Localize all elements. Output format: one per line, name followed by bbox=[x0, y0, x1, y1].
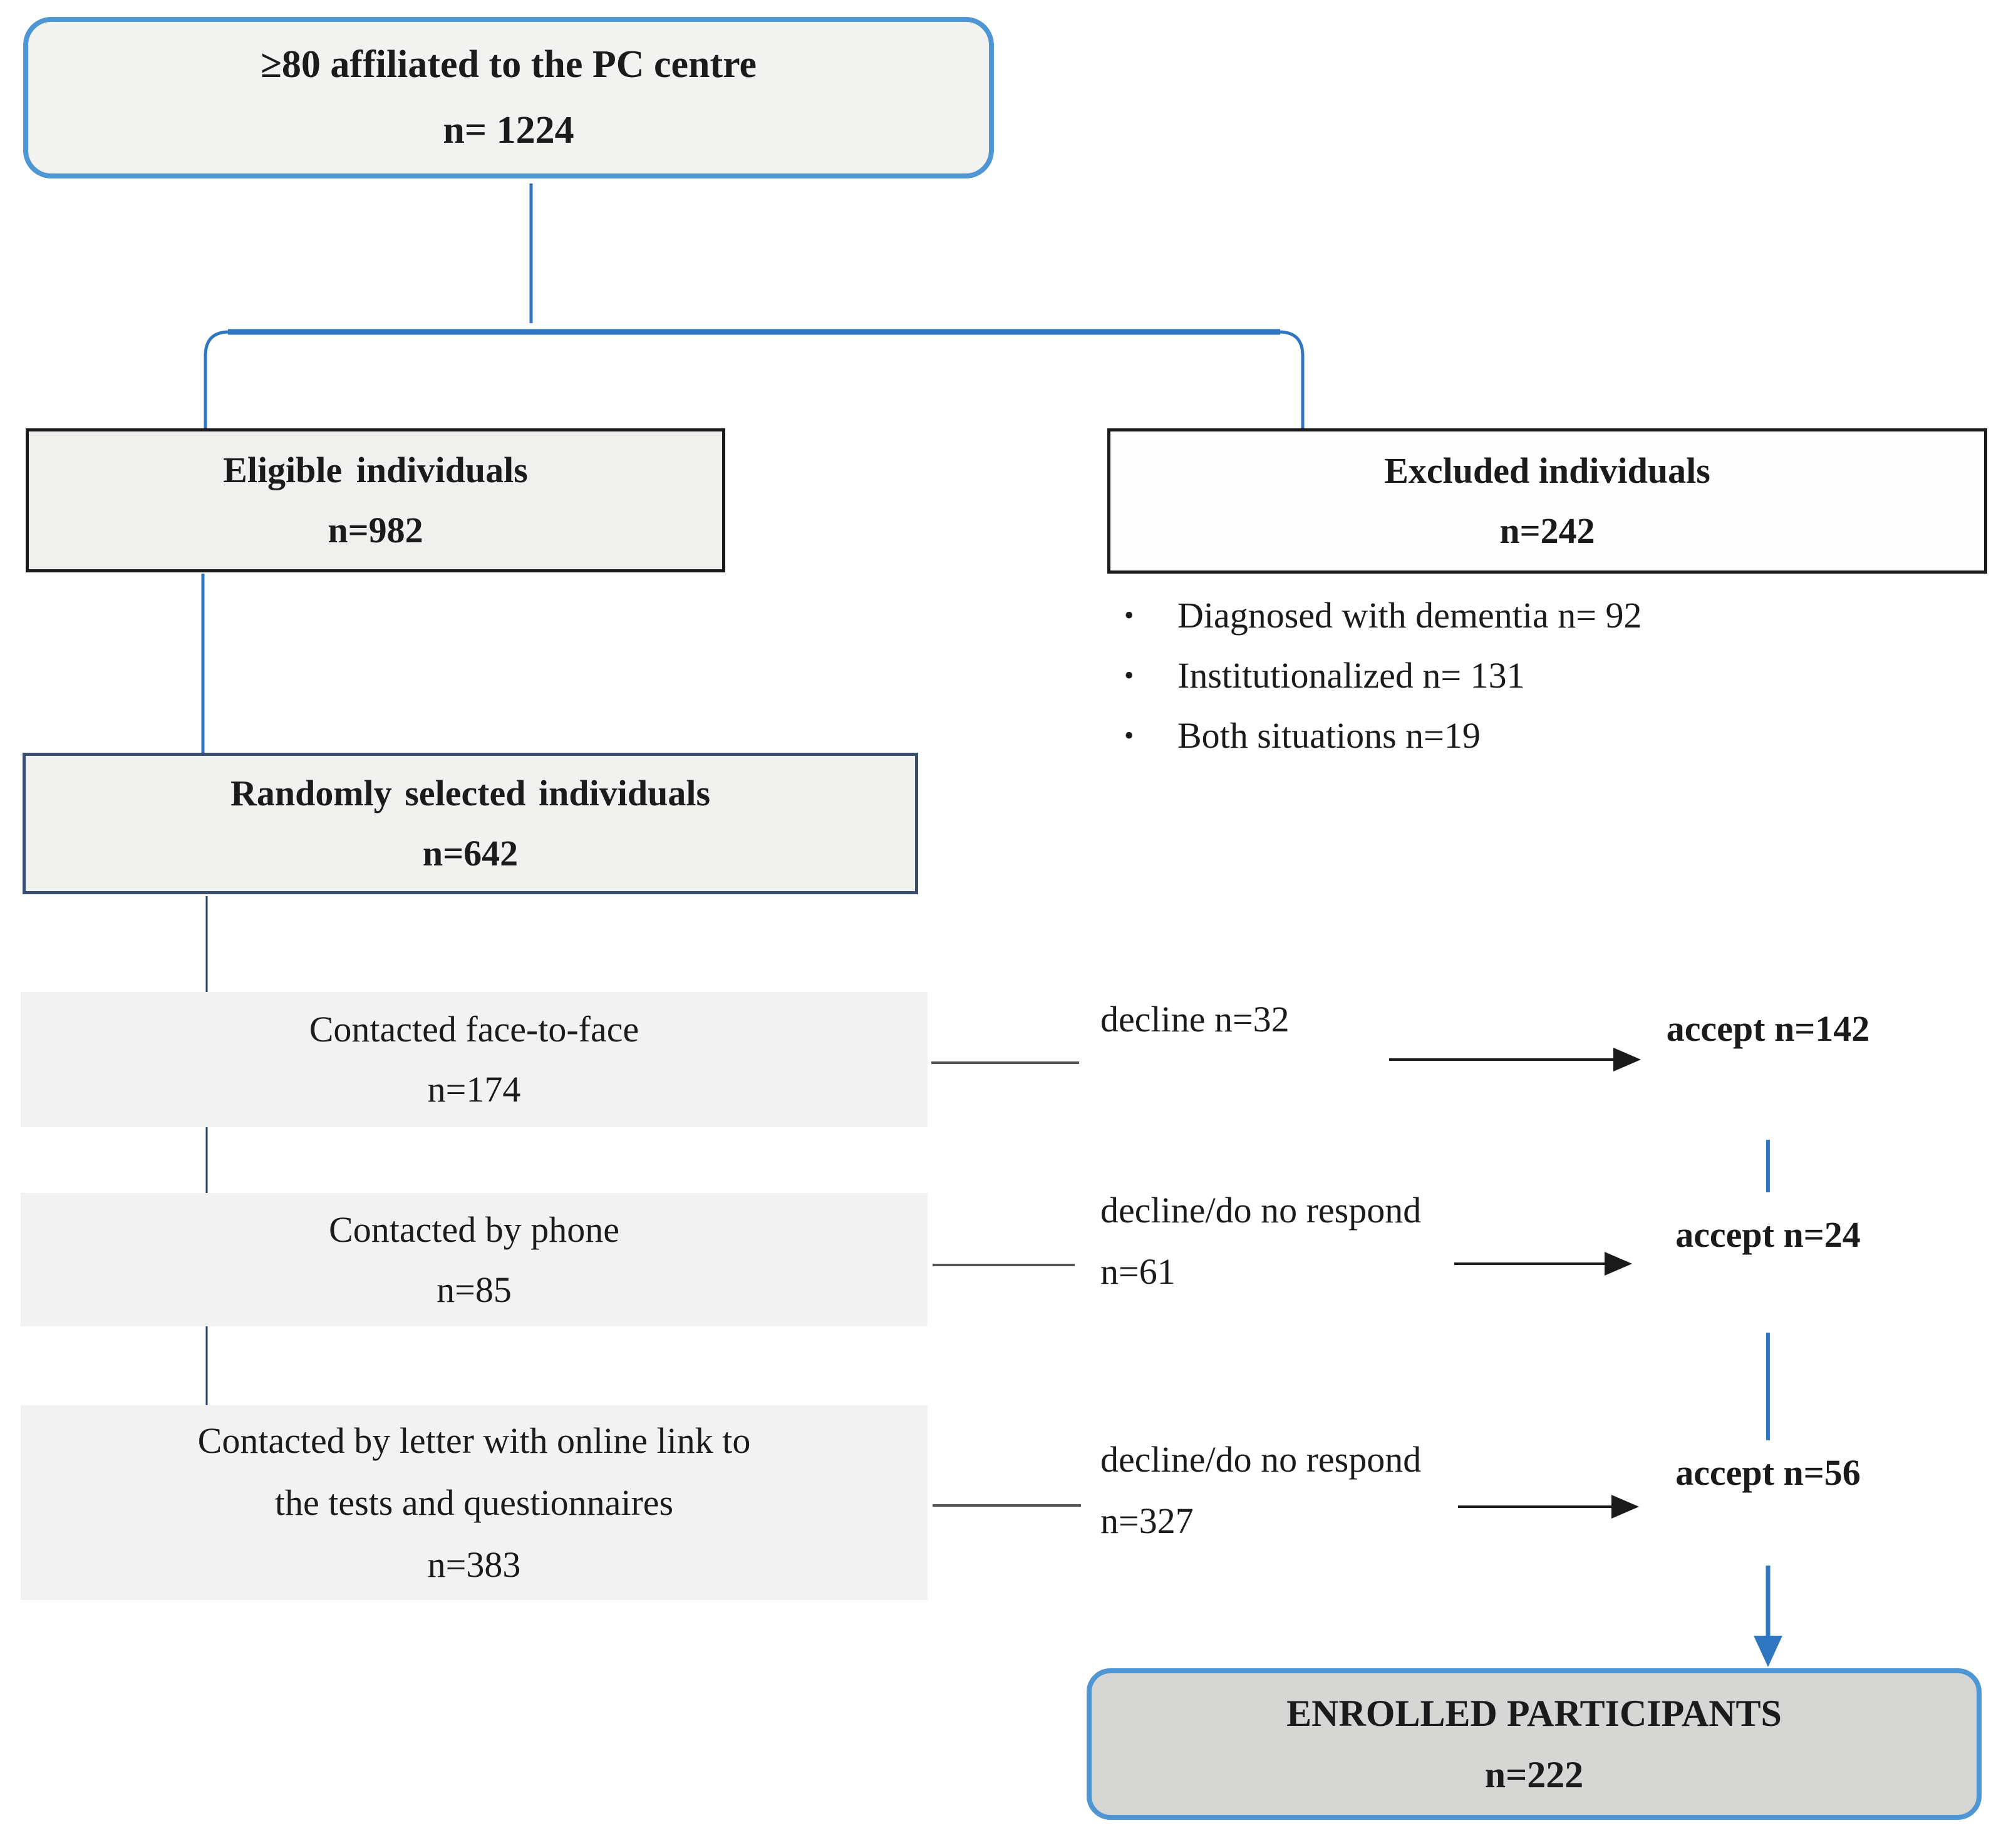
arrow-enrolled-head bbox=[1754, 1636, 1782, 1667]
box-affiliated-title: ≥80 affiliated to the PC centre bbox=[260, 43, 757, 86]
box-contacted-by-letter-count: n=383 bbox=[427, 1544, 521, 1585]
connector-branch-left bbox=[204, 330, 230, 431]
box-affiliated-count: n= 1224 bbox=[443, 109, 574, 152]
label-accept-row1: accept n=142 bbox=[1643, 998, 1893, 1060]
label-accept-row2-line1: accept bbox=[1675, 1214, 1774, 1255]
box-excluded-count: n=242 bbox=[1499, 510, 1595, 551]
box-contacted-face-to-face-count: n=174 bbox=[427, 1069, 521, 1110]
list-item: • Both situations n=19 bbox=[1124, 715, 1963, 756]
box-contacted-by-phone: Contacted by phone n=85 bbox=[21, 1193, 928, 1326]
arrow-accept-row3-head bbox=[1611, 1495, 1639, 1519]
box-eligible-count: n=982 bbox=[328, 510, 423, 550]
box-contacted-by-letter-title2: the tests and questionnaires bbox=[274, 1482, 674, 1523]
label-decline-row1: decline n=32 bbox=[1100, 989, 1451, 1050]
box-contacted-face-to-face-title: Contacted face-to-face bbox=[309, 1009, 639, 1050]
excluded-reason-text: Institutionalized n= 131 bbox=[1177, 655, 1525, 696]
list-item: • Diagnosed with dementia n= 92 bbox=[1124, 595, 1963, 636]
label-decline-row3-count: respond n=327 bbox=[1100, 1439, 1422, 1541]
label-accept-row3: accept n=56 bbox=[1643, 1442, 1893, 1504]
box-randomly-selected-title: Randomly selected individuals bbox=[230, 773, 711, 813]
bullet-icon: • bbox=[1124, 720, 1134, 751]
box-enrolled-participants-count: n=222 bbox=[1484, 1754, 1584, 1795]
box-eligible: Eligible individuals n=982 bbox=[26, 428, 725, 572]
label-decline-row2: decline/do no respond n=61 bbox=[1100, 1180, 1451, 1303]
label-accept-row3-count: n=56 bbox=[1783, 1452, 1861, 1493]
label-decline-row2-line1: decline/do no bbox=[1100, 1190, 1298, 1231]
bullet-icon: • bbox=[1124, 660, 1134, 691]
box-contacted-by-letter-title: Contacted by letter with online link to bbox=[197, 1420, 751, 1461]
box-eligible-title: Eligible individuals bbox=[223, 450, 528, 490]
excluded-reasons-list: • Diagnosed with dementia n= 92 • Instit… bbox=[1124, 595, 1963, 775]
label-decline-row2-count: respond n=61 bbox=[1100, 1190, 1422, 1292]
connector-branch-right bbox=[1278, 330, 1305, 431]
label-decline-row1-line1: decline bbox=[1100, 999, 1206, 1040]
label-accept-row1-line1: accept bbox=[1666, 1008, 1766, 1049]
label-accept-row2: accept n=24 bbox=[1643, 1204, 1893, 1266]
arrow-accept-row2-head bbox=[1605, 1252, 1632, 1276]
arrow-accept-row1-head bbox=[1613, 1048, 1641, 1071]
list-item: • Institutionalized n= 131 bbox=[1124, 655, 1963, 696]
box-excluded: Excluded individuals n=242 bbox=[1107, 428, 1987, 574]
label-decline-row3-line1: decline/do no bbox=[1100, 1439, 1298, 1480]
label-accept-row3-line1: accept bbox=[1675, 1452, 1774, 1493]
excluded-reason-text: Diagnosed with dementia n= 92 bbox=[1177, 595, 1642, 636]
label-accept-row1-count: n=142 bbox=[1774, 1008, 1870, 1049]
label-decline-row1-count: n=32 bbox=[1214, 999, 1290, 1040]
box-enrolled-participants: ENROLLED PARTICIPANTS n=222 bbox=[1087, 1668, 1982, 1820]
label-accept-row2-count: n=24 bbox=[1783, 1214, 1861, 1255]
box-contacted-by-phone-count: n=85 bbox=[437, 1269, 512, 1310]
label-decline-row3: decline/do no respond n=327 bbox=[1100, 1429, 1451, 1552]
box-contacted-face-to-face: Contacted face-to-face n=174 bbox=[21, 992, 928, 1127]
box-randomly-selected-count: n=642 bbox=[422, 833, 519, 874]
excluded-reason-text: Both situations n=19 bbox=[1177, 715, 1481, 756]
box-affiliated: ≥80 affiliated to the PC centre n= 1224 bbox=[23, 17, 994, 178]
box-enrolled-participants-title: ENROLLED PARTICIPANTS bbox=[1286, 1693, 1782, 1734]
box-contacted-by-letter: Contacted by letter with online link to … bbox=[21, 1405, 928, 1600]
box-contacted-by-phone-title: Contacted by phone bbox=[329, 1209, 619, 1250]
box-randomly-selected: Randomly selected individuals n=642 bbox=[23, 753, 918, 894]
bullet-icon: • bbox=[1124, 600, 1134, 631]
box-excluded-title: Excluded individuals bbox=[1384, 450, 1710, 491]
